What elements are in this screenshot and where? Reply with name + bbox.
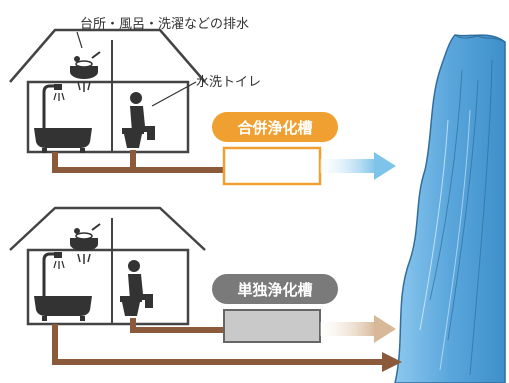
kitchen-pot-icon	[70, 223, 101, 264]
treated-flow-arrow	[320, 152, 396, 180]
svg-text:台所・風呂・洗濯などの排水: 台所・風呂・洗濯などの排水	[80, 17, 249, 32]
kitchen-pot-icon	[70, 51, 101, 92]
bathtub-icon	[34, 128, 92, 153]
toilet-person-icon	[120, 260, 153, 316]
single-septic-tank: 単独浄化槽	[212, 274, 338, 343]
single-tank-label: 単独浄化槽	[237, 281, 312, 299]
combined-septic-tank: 合併浄化槽	[212, 112, 338, 186]
toilet-label: 水洗トイレ	[151, 75, 261, 107]
svg-text:水洗トイレ: 水洗トイレ	[196, 75, 261, 90]
wastewater-label: 台所・風呂・洗濯などの排水	[76, 17, 249, 49]
drain-pipe-top	[52, 150, 224, 173]
drain-pipe-bottom	[52, 318, 384, 365]
river-icon	[394, 34, 506, 383]
combined-tank-label: 合併浄化槽	[236, 119, 312, 137]
untreated-flow-arrow	[382, 352, 402, 372]
bathtub-icon	[34, 296, 92, 321]
shower-icon	[42, 252, 65, 296]
shower-icon	[42, 84, 65, 128]
toilet-person-icon	[122, 92, 155, 148]
partially-treated-flow-arrow	[320, 315, 396, 343]
